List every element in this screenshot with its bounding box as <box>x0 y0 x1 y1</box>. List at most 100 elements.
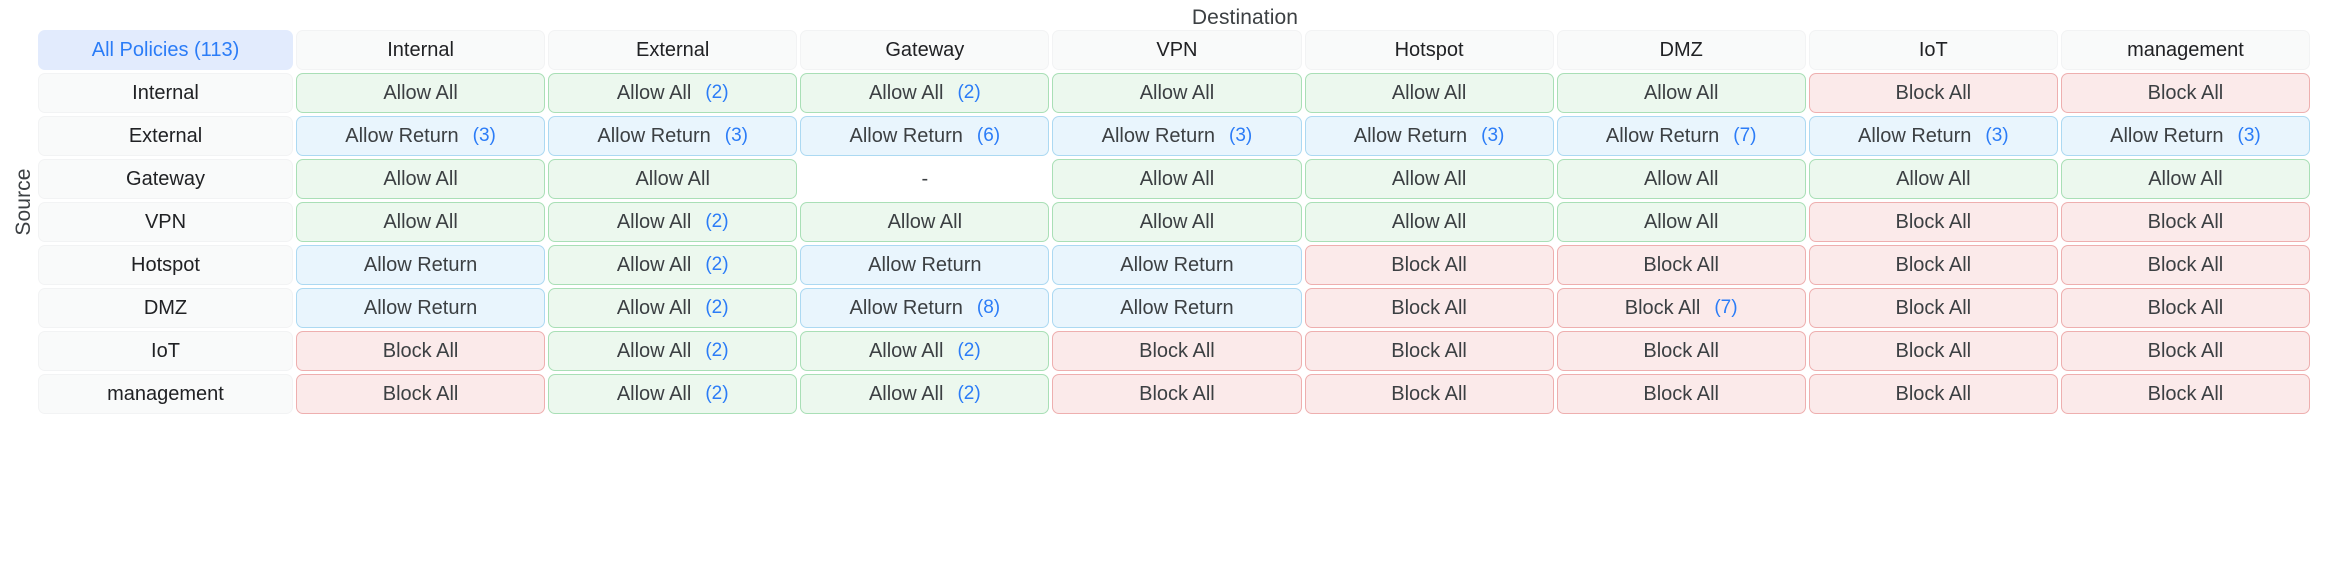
policy-cell-management-to-external[interactable]: Allow All(2) <box>548 374 798 414</box>
policy-cell-management-to-dmz[interactable]: Block All <box>1556 374 1806 414</box>
row-header-internal[interactable]: Internal <box>38 73 293 113</box>
policy-cell-gateway-to-hotspot[interactable]: Allow All <box>1304 159 1554 199</box>
column-header-internal[interactable]: Internal <box>296 30 546 70</box>
policy-action-label: Allow Return <box>1120 296 1234 319</box>
policy-cell-iot-to-gateway[interactable]: Allow All(2) <box>800 331 1050 371</box>
policy-cell-internal-to-external[interactable]: Allow All(2) <box>548 73 798 113</box>
policy-cell-iot-to-external[interactable]: Allow All(2) <box>548 331 798 371</box>
all-policies-button[interactable]: All Policies (113) <box>38 30 293 70</box>
policy-cell-external-to-management[interactable]: Allow Return(3) <box>2060 116 2310 156</box>
row-header-iot[interactable]: IoT <box>38 331 293 371</box>
row-header-management[interactable]: management <box>38 374 293 414</box>
policy-count-badge: (7) <box>1714 297 1738 318</box>
policy-cell-iot-to-iot[interactable]: Block All <box>1808 331 2058 371</box>
policy-cell-internal-to-dmz[interactable]: Allow All <box>1556 73 1806 113</box>
policy-cell-internal-to-gateway[interactable]: Allow All(2) <box>800 73 1050 113</box>
policy-action-label: Block All <box>1895 339 1972 362</box>
policy-cell-external-to-iot[interactable]: Allow Return(3) <box>1808 116 2058 156</box>
policy-cell-internal-to-management[interactable]: Block All <box>2060 73 2310 113</box>
policy-cell-gateway-to-iot[interactable]: Allow All <box>1808 159 2058 199</box>
policy-cell-hotspot-to-iot[interactable]: Block All <box>1808 245 2058 285</box>
policy-action-label: Allow All <box>868 81 944 104</box>
policy-cell-gateway-to-vpn[interactable]: Allow All <box>1052 159 1302 199</box>
policy-cell-iot-to-dmz[interactable]: Block All <box>1556 331 1806 371</box>
policy-cell-hotspot-to-vpn[interactable]: Allow Return <box>1052 245 1302 285</box>
policy-cell-gateway-to-external[interactable]: Allow All <box>548 159 798 199</box>
policy-cell-vpn-to-hotspot[interactable]: Allow All <box>1304 202 1554 242</box>
policy-cell-dmz-to-hotspot[interactable]: Block All <box>1304 288 1554 328</box>
policy-cell-vpn-to-internal[interactable]: Allow All <box>296 202 546 242</box>
row-header-label: External <box>128 124 203 147</box>
policy-action-label: Allow Return <box>2110 124 2224 147</box>
column-header-vpn[interactable]: VPN <box>1052 30 1302 70</box>
policy-action-label: Block All <box>1391 253 1467 276</box>
policy-cell-external-to-hotspot[interactable]: Allow Return(3) <box>1304 116 1554 156</box>
policy-cell-vpn-to-vpn[interactable]: Allow All <box>1052 202 1302 242</box>
policy-cell-hotspot-to-gateway[interactable]: Allow Return <box>800 245 1050 285</box>
policy-cell-internal-to-iot[interactable]: Block All <box>1808 73 2058 113</box>
policy-cell-external-to-vpn[interactable]: Allow Return(3) <box>1052 116 1302 156</box>
policy-cell-internal-to-hotspot[interactable]: Allow All <box>1304 73 1554 113</box>
policy-cell-hotspot-to-hotspot[interactable]: Block All <box>1304 245 1554 285</box>
policy-cell-vpn-to-dmz[interactable]: Allow All <box>1556 202 1806 242</box>
policy-cell-hotspot-to-management[interactable]: Block All <box>2060 245 2310 285</box>
policy-cell-dmz-to-vpn[interactable]: Allow Return <box>1052 288 1302 328</box>
policy-cell-internal-to-vpn[interactable]: Allow All <box>1052 73 1302 113</box>
policy-cell-content: Allow All(2) <box>617 383 729 406</box>
policy-cell-hotspot-to-dmz[interactable]: Block All <box>1556 245 1806 285</box>
policy-cell-external-to-internal[interactable]: Allow Return(3) <box>296 116 546 156</box>
policy-cell-management-to-hotspot[interactable]: Block All <box>1304 374 1554 414</box>
policy-action-label: Block All <box>1139 382 1215 405</box>
row-header-hotspot[interactable]: Hotspot <box>38 245 293 285</box>
policy-cell-gateway-to-management[interactable]: Allow All <box>2060 159 2310 199</box>
column-header-gateway[interactable]: Gateway <box>800 30 1050 70</box>
policy-cell-iot-to-management[interactable]: Block All <box>2060 331 2310 371</box>
column-header-management[interactable]: management <box>2060 30 2310 70</box>
policy-cell-content: Allow Return(3) <box>1354 125 1505 148</box>
policy-cell-dmz-to-iot[interactable]: Block All <box>1808 288 2058 328</box>
policy-cell-management-to-management[interactable]: Block All <box>2060 374 2310 414</box>
policy-cell-dmz-to-external[interactable]: Allow All(2) <box>548 288 798 328</box>
row-header-dmz[interactable]: DMZ <box>38 288 293 328</box>
policy-cell-management-to-vpn[interactable]: Block All <box>1052 374 1302 414</box>
policy-cell-vpn-to-external[interactable]: Allow All(2) <box>548 202 798 242</box>
policy-count-badge: (2) <box>705 340 729 361</box>
policy-cell-iot-to-internal[interactable]: Block All <box>296 331 546 371</box>
policy-cell-iot-to-hotspot[interactable]: Block All <box>1304 331 1554 371</box>
policy-cell-gateway-to-dmz[interactable]: Allow All <box>1556 159 1806 199</box>
row-header-gateway[interactable]: Gateway <box>38 159 293 199</box>
policy-cell-vpn-to-management[interactable]: Block All <box>2060 202 2310 242</box>
policy-cell-vpn-to-gateway[interactable]: Allow All <box>800 202 1050 242</box>
row-header-external[interactable]: External <box>38 116 293 156</box>
policy-cell-dmz-to-gateway[interactable]: Allow Return(8) <box>800 288 1050 328</box>
policy-action-label: Block All <box>1895 382 1972 405</box>
policy-action-label: Block All <box>1643 253 1719 276</box>
column-header-iot[interactable]: IoT <box>1808 30 2058 70</box>
policy-cell-hotspot-to-internal[interactable]: Allow Return <box>296 245 546 285</box>
policy-cell-external-to-dmz[interactable]: Allow Return(7) <box>1556 116 1806 156</box>
policy-cell-vpn-to-iot[interactable]: Block All <box>1808 202 2058 242</box>
policy-count-badge: (7) <box>1733 125 1757 146</box>
column-header-external[interactable]: External <box>548 30 798 70</box>
policy-cell-internal-to-internal[interactable]: Allow All <box>296 73 546 113</box>
policy-cell-content: Block All <box>1391 383 1467 406</box>
policy-cell-management-to-gateway[interactable]: Allow All(2) <box>800 374 1050 414</box>
policy-cell-hotspot-to-external[interactable]: Allow All(2) <box>548 245 798 285</box>
policy-cell-management-to-iot[interactable]: Block All <box>1808 374 2058 414</box>
policy-cell-iot-to-vpn[interactable]: Block All <box>1052 331 1302 371</box>
row-header-vpn[interactable]: VPN <box>38 202 293 242</box>
policy-cell-content: Block All <box>1896 211 1972 234</box>
column-header-dmz[interactable]: DMZ <box>1556 30 1806 70</box>
policy-cell-external-to-gateway[interactable]: Allow Return(6) <box>800 116 1050 156</box>
policy-cell-external-to-external[interactable]: Allow Return(3) <box>548 116 798 156</box>
policy-cell-content: Allow All <box>1392 82 1466 105</box>
policy-cell-dmz-to-dmz[interactable]: Block All(7) <box>1556 288 1806 328</box>
column-header-hotspot[interactable]: Hotspot <box>1304 30 1554 70</box>
policy-action-label: Block All <box>2147 382 2224 405</box>
policy-cell-gateway-to-internal[interactable]: Allow All <box>296 159 546 199</box>
policy-cell-dmz-to-internal[interactable]: Allow Return <box>296 288 546 328</box>
policy-cell-dmz-to-management[interactable]: Block All <box>2060 288 2310 328</box>
policy-cell-gateway-to-gateway[interactable]: - <box>800 159 1050 199</box>
policy-cell-management-to-internal[interactable]: Block All <box>296 374 546 414</box>
